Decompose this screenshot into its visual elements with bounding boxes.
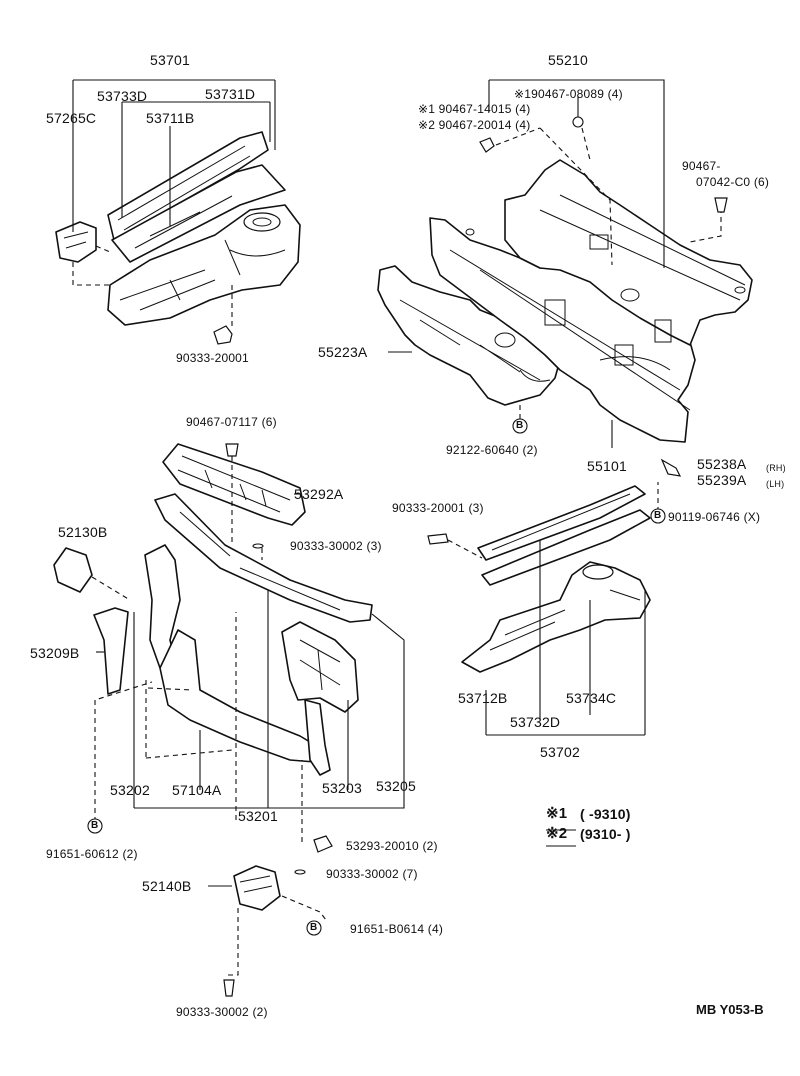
part-label: 90333-20001	[176, 351, 249, 365]
part-label: 53701	[150, 52, 190, 68]
part-label: 53292A	[294, 486, 344, 502]
part-label: 07042-C0 (6)	[696, 175, 770, 189]
part-label: 53702	[540, 744, 580, 760]
b-marker: B	[310, 922, 318, 933]
part-label: 55239A	[697, 472, 747, 488]
part-label: ※2 90467-20014 (4)	[418, 118, 531, 132]
part-label: ※190467-08089 (4)	[514, 87, 623, 101]
part-label: 53734C	[566, 690, 617, 706]
part-label-sub: (RH)	[766, 463, 786, 473]
note-mark: ※1	[546, 805, 568, 822]
part-label: 55223A	[318, 344, 368, 360]
note-range: ( -9310)	[580, 806, 631, 822]
radiator-support-assembly	[53, 443, 405, 997]
part-label: 90333-30002 (7)	[326, 867, 418, 881]
part-label: 90119-06746 (X)	[668, 510, 761, 524]
part-label: 52130B	[58, 524, 108, 540]
part-label: 57104A	[172, 782, 222, 798]
part-label: 53711B	[146, 110, 195, 126]
figure-code: MB Y053-B	[696, 1002, 764, 1017]
part-label: 53293-20010 (2)	[346, 839, 438, 853]
part-label: 53202	[110, 782, 150, 798]
part-label: 55210	[548, 52, 588, 68]
part-label: 53209B	[30, 645, 80, 661]
apron-assembly-top-left	[55, 79, 301, 345]
note-mark: ※2	[546, 825, 568, 842]
b-marker: B	[654, 510, 662, 521]
dash-panel-assembly-top-right	[377, 79, 753, 512]
part-label: 55101	[587, 458, 627, 474]
part-label: ※1 90467-14015 (4)	[418, 102, 531, 116]
part-label: 53203	[322, 780, 362, 796]
part-label: 53731D	[205, 86, 256, 102]
part-label: 91651-B0614 (4)	[350, 922, 444, 936]
b-marker-circles	[87, 418, 666, 936]
part-label: 53201	[238, 808, 278, 824]
part-label-sub: (LH)	[766, 479, 785, 489]
part-label: 90467-	[682, 159, 721, 173]
note-underlines	[546, 829, 576, 847]
part-label: 53733D	[97, 88, 148, 104]
part-label: 91651-60612 (2)	[46, 847, 138, 861]
b-marker: B	[91, 820, 99, 831]
part-label: 92122-60640 (2)	[446, 443, 538, 457]
part-label: 53712B	[458, 690, 508, 706]
part-label: 90467-07117 (6)	[186, 415, 277, 429]
part-label: 90333-30002 (3)	[290, 539, 382, 553]
b-marker: B	[516, 420, 524, 431]
note-range: (9310- )	[580, 826, 631, 842]
part-label: 53732D	[510, 714, 561, 730]
part-label: 57265C	[46, 110, 97, 126]
part-label: 90333-30002 (2)	[176, 1005, 268, 1019]
part-label: 53205	[376, 778, 416, 794]
part-label: 52140B	[142, 878, 192, 894]
part-label: 90333-20001 (3)	[392, 501, 484, 515]
apron-assembly-middle-right	[427, 485, 651, 736]
part-label: 55238A	[697, 456, 747, 472]
